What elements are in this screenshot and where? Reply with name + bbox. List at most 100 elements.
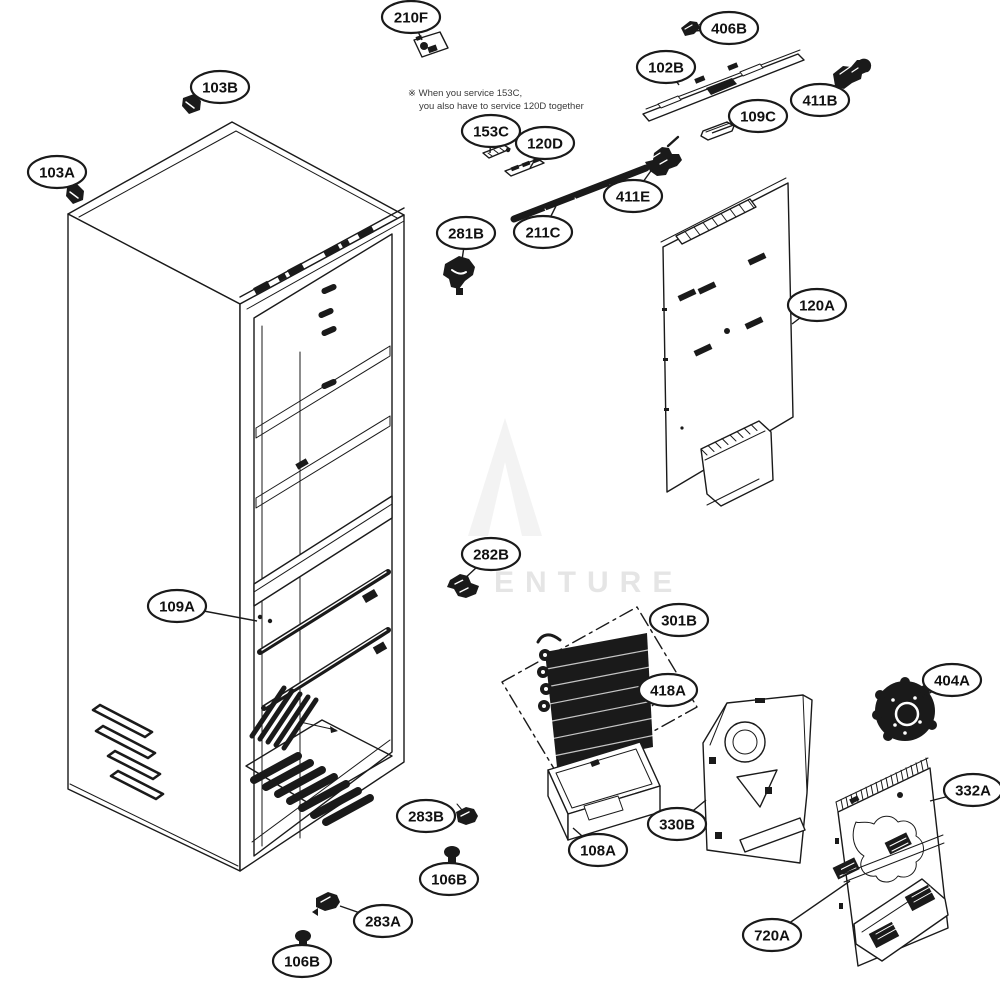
liner-opening [253,233,393,857]
part-720A-332A-drawing-shape [835,838,839,844]
part-301B-boundary [501,606,698,783]
callout-label-102B: 102B [648,60,684,77]
callout-label-404A: 404A [934,673,970,690]
callout-bubble-102B [635,49,697,85]
part-282B-drawing [447,574,479,598]
part-720A-332A-drawing-shape [837,868,841,874]
part-330B-drawing-shape [765,787,772,794]
callout-108A: 108A [567,827,629,868]
callout-label-210F: 210F [394,10,428,27]
callout-label-411E: 411E [616,189,650,206]
top-rail-hardware [253,225,375,295]
part-720A-332A-drawing-shape [875,886,933,940]
top-rail-hardware-shape [277,273,287,282]
part-106B-lower-drawing-shape [295,930,311,942]
part-120A-drawing-shape [675,199,755,245]
part-120A-drawing-shape [724,328,730,334]
callout-label-301B: 301B [661,613,697,630]
callout-bubble-120A [786,287,848,323]
callout-label-332A: 332A [955,783,991,800]
part-720A-332A-drawing-shape [852,815,924,883]
part-120A-drawing-shape [704,430,766,506]
part-102B-drawing-shape [727,62,739,71]
callout-106B-1: 106B [418,859,480,897]
drawer-slides-shape [372,641,388,655]
callout-283B: 283B [395,798,457,834]
callout-282B: 282B [460,536,522,581]
part-720A-332A-drawing-shape [868,921,900,949]
callout-bubble-404A [921,662,983,698]
part-283A-drawing [312,892,340,916]
watermark-text: ENTURE [494,566,683,599]
side-panel-vents-shape [109,769,165,801]
callout-bubble-210F [380,0,442,35]
part-103B-drawing [182,94,201,114]
part-404A-drawing-shape [927,720,937,730]
callout-label-330B: 330B [659,817,695,834]
callout-404A: 404A [920,662,983,699]
callout-label-120D: 120D [527,136,563,153]
drawer-slides-shape [261,571,387,651]
callout-120A: 120A [786,287,848,325]
part-106B-upper-drawing-shape [444,846,460,858]
part-102B-drawing [642,49,805,122]
part-282B-drawing-shape [447,574,479,598]
part-411E-drawing-shape [651,152,668,165]
callout-label-283B: 283B [408,809,444,826]
shelf-rails-shape [255,345,391,439]
part-418A-evaporator-shape [543,653,547,657]
part-153C-drawing-shape [487,147,505,157]
part-720A-332A-drawing-shape [884,832,912,855]
callout-bubble-418A [637,672,699,708]
part-411B-drawing-shape [856,58,872,73]
watermark-logo [468,418,542,536]
callout-label-108A: 108A [580,843,616,860]
part-108A-drawing-shape [583,795,624,821]
part-153C-drawing-shape [505,147,511,153]
part-411E-drawing [645,135,682,176]
part-120A-drawing-shape [664,408,669,411]
part-102B-drawing-shape [694,75,706,84]
part-283B-drawing [456,803,478,825]
callout-720A: 720A [741,880,851,953]
part-120A-drawing-shape [693,343,713,357]
callout-layer: 210F103B103A406B102B411B109C153C120D411E… [26,0,1000,979]
side-panel-vents [91,703,165,801]
part-282B-drawing-shape [454,579,469,593]
callout-label-418A: 418A [650,683,686,700]
part-301B-boundary-shape [501,606,698,783]
callout-bubble-411B [789,82,851,118]
part-418A-evaporator-shape [544,687,548,691]
part-720A-332A-drawing-shape [849,795,860,804]
part-406B-drawing-shape [681,21,700,36]
freezer-floor-grille-shape [310,787,362,819]
shelf-rails-shape [295,458,309,470]
callout-330B: 330B [646,799,708,842]
callout-bubble-108A [567,832,629,868]
part-120A-drawing-shape [744,316,764,330]
callout-bubble-103B [189,69,251,105]
part-404A-drawing-shape [883,731,893,741]
callout-bubble-283A [352,903,414,939]
part-404A-drawing-shape [872,710,882,720]
service-note-line2: you also have to service 120D together [419,101,584,112]
part-283A-drawing-shape [320,896,331,903]
callout-label-282B: 282B [473,547,509,564]
part-411E-drawing-shape [666,135,680,148]
callout-bubble-211C [512,214,574,250]
callout-label-281B: 281B [448,226,484,243]
part-120A-drawing-shape [662,308,667,311]
callout-label-106B-1: 106B [431,872,467,889]
part-120A-drawing-shape [697,281,717,295]
part-404A-drawing-shape [918,720,922,724]
part-108A-drawing-shape [555,748,653,809]
freezer-floor-grille-shape [298,780,350,812]
cabinet-top-edge-inner [246,220,405,310]
top-rail-hardware-shape [357,225,375,240]
callout-109A: 109A [146,588,258,624]
part-418A-evaporator-shape [536,633,562,644]
part-102B-drawing-shape [739,63,764,77]
top-rail-hardware-shape [253,280,271,295]
part-120A-drawing-shape [747,252,767,266]
part-404A-drawing-shape [875,690,885,700]
